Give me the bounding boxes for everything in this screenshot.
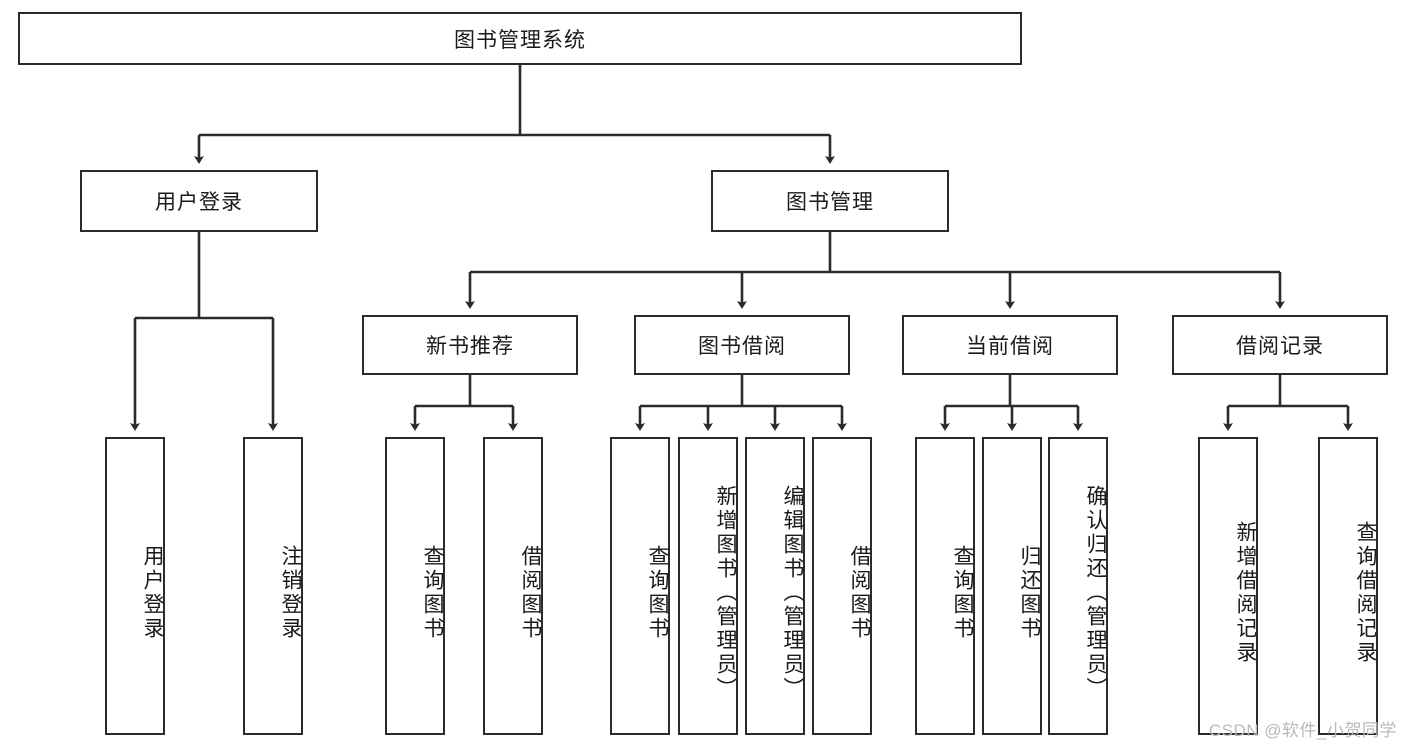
leaf-label: 借阅图书 — [848, 545, 871, 641]
leaf-label: 新增图书（管理员） — [714, 485, 737, 701]
leaf-borrow-query-book[interactable]: 查询图书 — [610, 437, 670, 735]
watermark-text: CSDN @软件_小贺同学 — [1208, 721, 1397, 740]
leaf-recommend-borrow-book[interactable]: 借阅图书 — [483, 437, 543, 735]
leaf-label: 编辑图书（管理员） — [781, 485, 804, 701]
leaf-current-return-book[interactable]: 归还图书 — [982, 437, 1042, 735]
leaf-user-login-login[interactable]: 用户登录 — [105, 437, 165, 735]
leaf-label: 查询图书 — [951, 545, 974, 641]
leaf-borrow-add-book-admin[interactable]: 新增图书（管理员） — [678, 437, 738, 735]
leaf-record-add-record[interactable]: 新增借阅记录 — [1198, 437, 1258, 735]
node-book-borrow[interactable]: 图书借阅 — [634, 315, 850, 375]
leaf-borrow-edit-book-admin[interactable]: 编辑图书（管理员） — [745, 437, 805, 735]
leaf-label: 注销登录 — [279, 545, 302, 641]
leaf-label: 确认归还（管理员） — [1084, 485, 1107, 701]
leaf-label: 归还图书 — [1018, 545, 1041, 641]
node-root[interactable]: 图书管理系统 — [18, 12, 1022, 65]
node-book-management[interactable]: 图书管理 — [711, 170, 949, 232]
leaf-borrow-borrow-book[interactable]: 借阅图书 — [812, 437, 872, 735]
node-current-borrow-label: 当前借阅 — [966, 335, 1054, 358]
leaf-label: 新增借阅记录 — [1234, 521, 1257, 665]
leaf-current-query-book[interactable]: 查询图书 — [915, 437, 975, 735]
node-user-login-label: 用户登录 — [155, 191, 243, 214]
leaf-user-login-logout[interactable]: 注销登录 — [243, 437, 303, 735]
leaf-label: 查询借阅记录 — [1354, 521, 1377, 665]
leaf-record-query-record[interactable]: 查询借阅记录 — [1318, 437, 1378, 735]
leaf-recommend-query-book[interactable]: 查询图书 — [385, 437, 445, 735]
node-book-management-label: 图书管理 — [786, 191, 874, 214]
leaf-label: 借阅图书 — [519, 545, 542, 641]
node-root-label: 图书管理系统 — [454, 28, 586, 52]
leaf-label: 用户登录 — [141, 545, 164, 641]
leaf-label: 查询图书 — [646, 545, 669, 641]
leaf-current-confirm-return-admin[interactable]: 确认归还（管理员） — [1048, 437, 1108, 735]
node-book-borrow-label: 图书借阅 — [698, 335, 786, 358]
node-borrow-record[interactable]: 借阅记录 — [1172, 315, 1388, 375]
node-user-login[interactable]: 用户登录 — [80, 170, 318, 232]
node-new-book-recommend[interactable]: 新书推荐 — [362, 315, 578, 375]
node-borrow-record-label: 借阅记录 — [1236, 335, 1324, 358]
leaf-label: 查询图书 — [421, 545, 444, 641]
node-new-book-recommend-label: 新书推荐 — [426, 335, 514, 358]
node-current-borrow[interactable]: 当前借阅 — [902, 315, 1118, 375]
